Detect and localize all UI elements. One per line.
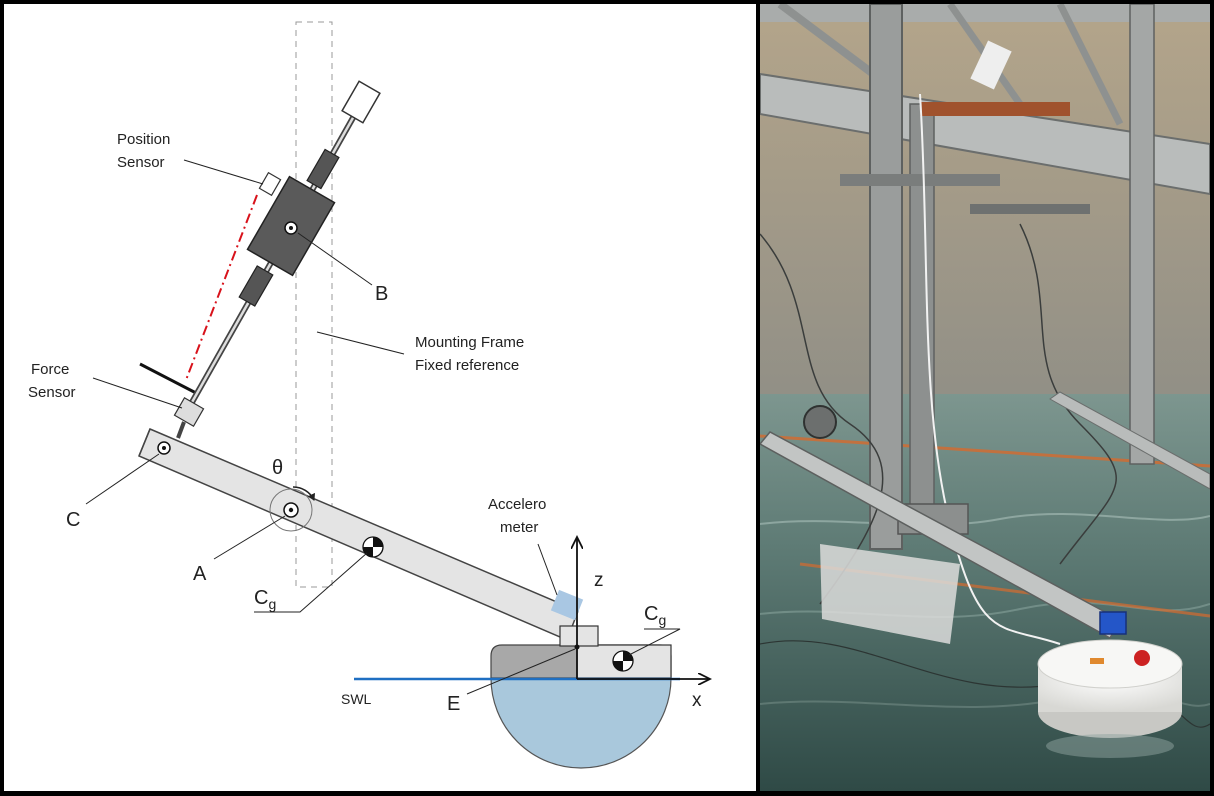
photo-orange-pipe — [920, 102, 1070, 116]
label-accelerometer-2: meter — [500, 519, 538, 536]
photo-float-top — [1037, 639, 1183, 689]
schematic-svg: Position Sensor B Mounting Frame Fixed r… — [28, 21, 756, 769]
label-mounting-frame-1: Mounting Frame — [415, 334, 524, 351]
joint-box — [559, 625, 599, 647]
photo-ripple-1 — [760, 513, 1210, 526]
position-sensor-line — [185, 194, 258, 381]
cg-arm-icon — [362, 536, 384, 558]
photo-blue-sensor — [1099, 611, 1127, 635]
photo-diagonal-brace-1 — [777, 4, 883, 83]
leader-mounting-frame — [316, 331, 405, 355]
actuator-upper-cylinder — [306, 148, 340, 190]
photo-cable-2 — [1019, 223, 1117, 565]
pivot-a-ring — [269, 488, 313, 532]
label-force-sensor-1: Force — [31, 361, 69, 378]
photo-horizontal-bar-2 — [970, 204, 1090, 214]
cg-float-icon — [612, 650, 634, 672]
photo-white-cable — [919, 93, 1061, 645]
schematic-panel: Position Sensor B Mounting Frame Fixed r… — [4, 4, 756, 791]
rotation-icon — [292, 486, 315, 501]
label-c: C — [66, 509, 80, 531]
leader-c — [85, 453, 160, 505]
label-e: E — [447, 693, 460, 715]
photo-vertical-post-3 — [1129, 4, 1155, 465]
reference-plate — [139, 362, 199, 396]
leader-cg-float — [628, 628, 681, 656]
label-b: B — [375, 283, 388, 305]
photo-svg — [760, 4, 1210, 791]
photo-diagonal-brace-3 — [1056, 4, 1124, 126]
photo-vertical-post-main — [869, 4, 903, 550]
photo-horizontal-bar — [840, 174, 1000, 186]
label-cg-float-sub: g — [658, 612, 666, 628]
photo-gauge — [803, 405, 837, 439]
photo-secondary-arm — [1049, 391, 1210, 490]
leader-accelerometer — [537, 543, 558, 596]
actuator-lower-cylinder — [238, 265, 274, 307]
point-e-dot — [574, 644, 580, 650]
leader-e — [466, 648, 576, 695]
leader-position-sensor — [183, 159, 264, 185]
force-sensor-stem — [176, 421, 186, 439]
label-position-sensor-2: Sensor — [117, 154, 165, 171]
label-position-sensor-1: Position — [117, 131, 170, 148]
position-sensor-box — [258, 171, 282, 197]
label-cg-float-main: C — [644, 603, 658, 625]
photo-orange-tag — [1090, 658, 1104, 664]
label-theta: θ — [272, 457, 283, 479]
photo-white-box — [970, 40, 1012, 90]
float-water-part — [490, 677, 672, 769]
mounting-frame-outline — [295, 21, 333, 588]
pivot-b-dot — [289, 226, 293, 230]
leader-cg-arm — [254, 552, 368, 613]
label-cg-arm: Cg — [254, 587, 276, 612]
label-accelerometer-1: Accelero — [488, 496, 546, 513]
photo-cable-1 — [760, 233, 884, 605]
actuator-top-cap — [341, 80, 381, 124]
label-mounting-frame-2: Fixed reference — [415, 357, 519, 374]
photo-red-cap — [1134, 650, 1150, 666]
photo-vertical-post-2 — [909, 103, 935, 525]
photo-float-reflection — [1046, 734, 1174, 758]
label-cg-float: Cg — [644, 603, 666, 628]
label-cg-arm-main: C — [254, 587, 268, 609]
label-swl: SWL — [341, 691, 372, 707]
force-sensor-box — [173, 397, 205, 427]
label-a: A — [193, 563, 207, 585]
leader-a — [213, 515, 286, 560]
label-x: x — [692, 690, 702, 711]
label-z: z — [594, 570, 604, 591]
label-force-sensor-2: Sensor — [28, 384, 76, 401]
leader-force-sensor — [92, 377, 183, 409]
accelerometer — [550, 589, 584, 621]
experimental-setup-photo — [760, 4, 1210, 791]
leader-b — [297, 232, 373, 286]
photo-white-plate — [820, 544, 960, 644]
pivot-c-dot — [162, 446, 166, 450]
label-cg-arm-sub: g — [268, 596, 276, 612]
arm-end-cap — [138, 428, 151, 457]
pivot-a-dot — [288, 507, 294, 513]
